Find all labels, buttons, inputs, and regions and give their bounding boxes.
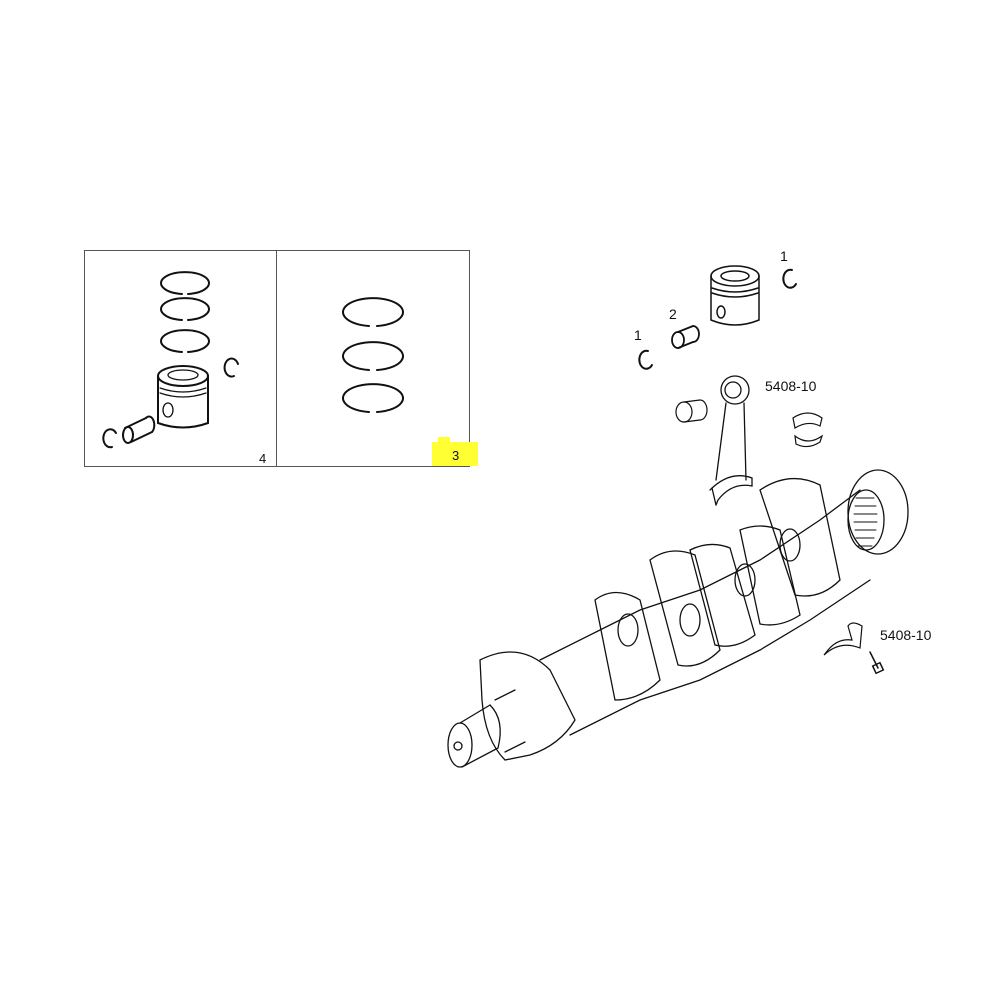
callout-circlip-left[interactable]: 1 [634, 327, 642, 343]
kit-4-circlip-left-icon [102, 428, 117, 449]
kit-3-label[interactable]: 3 [452, 448, 460, 463]
conrod-bearing-shells-icon [792, 412, 824, 448]
crankshaft-icon [447, 469, 909, 768]
kit-4-circlip-right-icon [223, 357, 239, 378]
kit-4-label[interactable]: 4 [259, 451, 267, 466]
kit-divider [276, 250, 277, 467]
connecting-rod-icon [709, 375, 753, 506]
piston-icon [710, 265, 760, 326]
small-end-bushing-icon [675, 399, 708, 423]
kit-4-pin-icon [122, 415, 156, 444]
callout-piston-pin[interactable]: 2 [669, 306, 677, 322]
callout-main-bearing[interactable]: 5408-10 [880, 627, 932, 643]
kit-4-rings-icon [160, 271, 210, 353]
kit-3-rings-icon [342, 297, 404, 413]
kit-3-highlight[interactable] [432, 442, 478, 466]
kit-box [84, 250, 470, 467]
main-bearing-shells-icon [823, 622, 863, 656]
callout-circlip-top[interactable]: 1 [780, 248, 788, 264]
highlight-tab [438, 437, 450, 445]
piston-pin-icon [671, 325, 700, 349]
circlip-top-icon [782, 268, 797, 289]
callout-conrod-bearing[interactable]: 5408-10 [765, 378, 817, 394]
kit-4-piston-icon [157, 365, 209, 429]
circlip-left-icon [638, 349, 653, 370]
bolt-icon [869, 651, 885, 675]
